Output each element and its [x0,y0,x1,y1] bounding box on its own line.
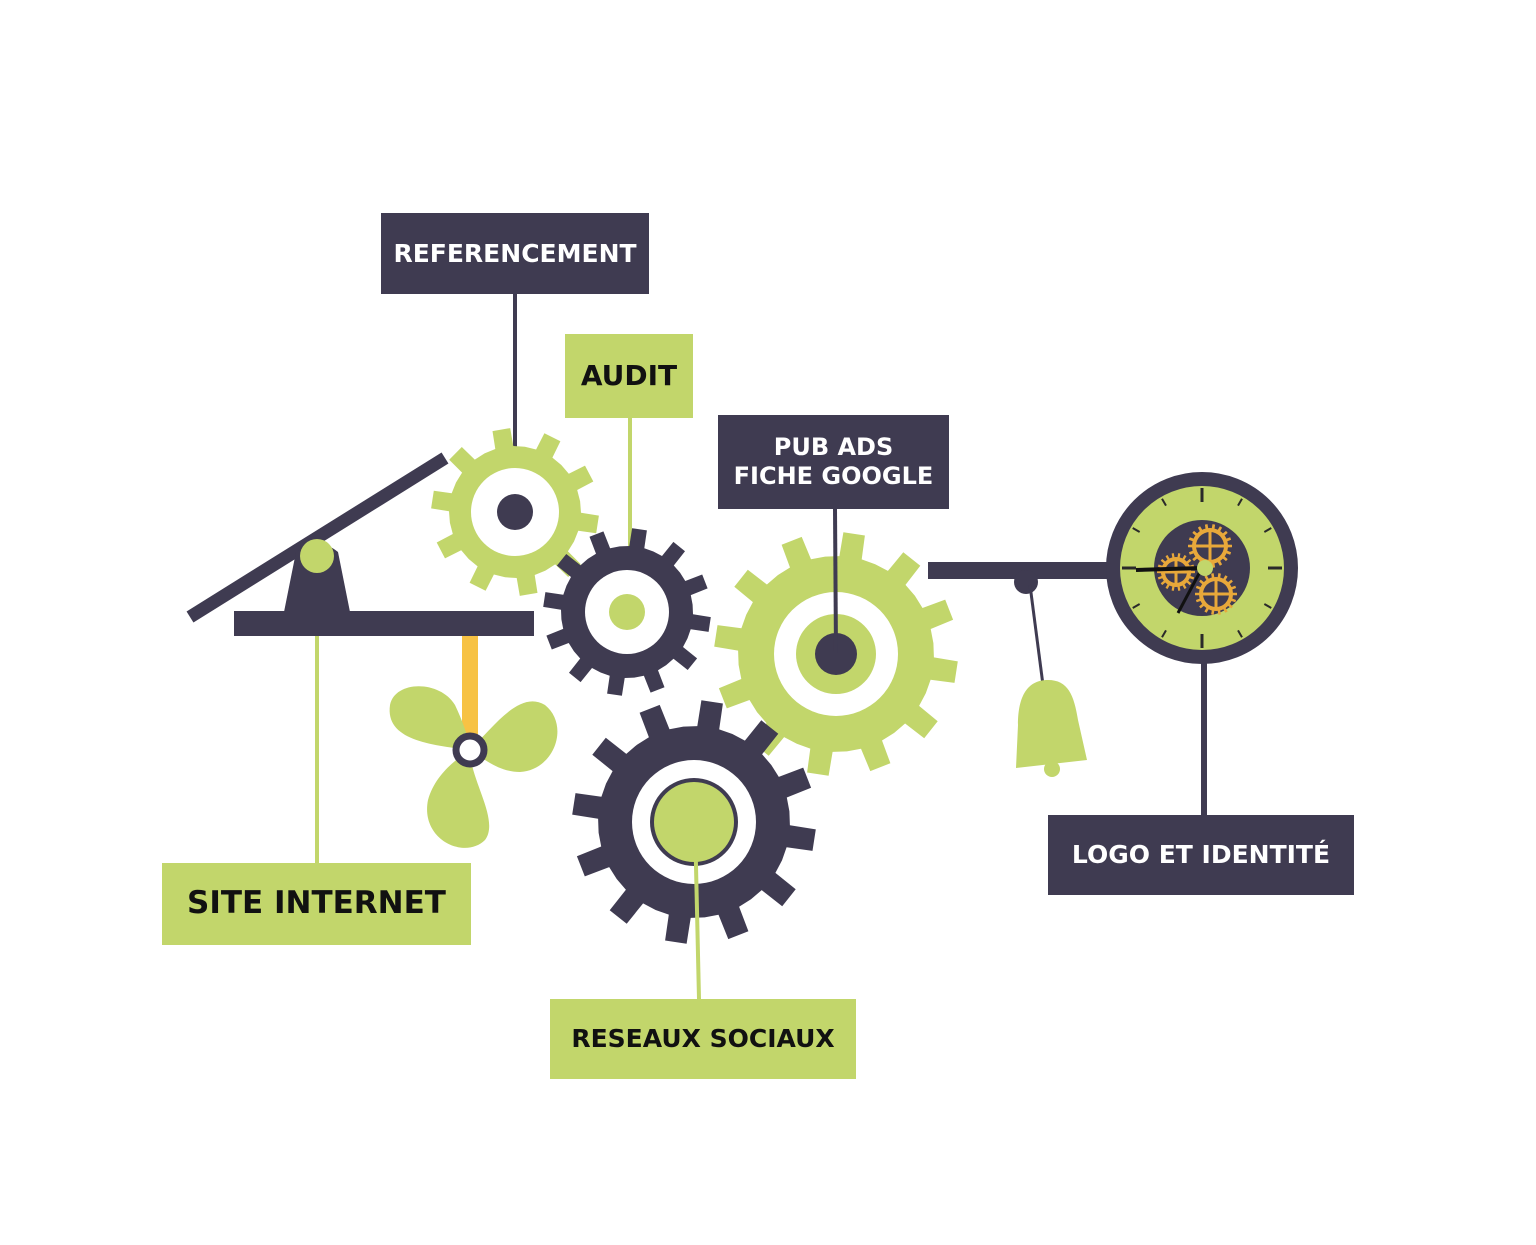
seesaw-plank [186,452,449,623]
clock-tick [1263,527,1272,533]
connector-reseaux [693,821,701,1000]
bell-hinge [1014,570,1038,594]
clock-icon [1106,472,1298,664]
fan-post [462,636,478,741]
label-pub-ads: PUB ADS FICHE GOOGLE [718,415,949,509]
clock-tick [1132,527,1141,533]
seesaw-pivot [300,539,334,573]
label-reseaux-sociaux: RESEAUX SOCIAUX [550,999,856,1079]
label-pub-ads-line1: PUB ADS [773,433,894,462]
seesaw-support [284,543,350,612]
label-site-internet: SITE INTERNET [162,863,471,945]
connector-pub-ads [833,508,838,655]
clock-tick [1237,498,1243,507]
base-bar [234,611,534,636]
label-audit: AUDIT [565,334,693,418]
bell-rope [1028,584,1045,686]
bell-arm [928,562,1113,579]
propeller-icon [389,686,558,848]
gear-audit-icon [543,528,711,696]
gear-referencement-icon [431,428,599,596]
clock-tick [1237,629,1243,638]
bell-icon [1016,680,1087,777]
label-referencement: REFERENCEMENT [381,213,649,294]
propeller-hub [452,732,488,768]
gear-reseaux-icon [572,700,816,944]
clock-tick [1263,603,1272,609]
clock-tick [1161,629,1167,638]
clock-tick [1132,603,1141,609]
label-logo-identite: LOGO ET IDENTITÉ [1048,815,1354,895]
clock-tick [1161,498,1167,507]
label-pub-ads-line2: FICHE GOOGLE [733,462,934,490]
